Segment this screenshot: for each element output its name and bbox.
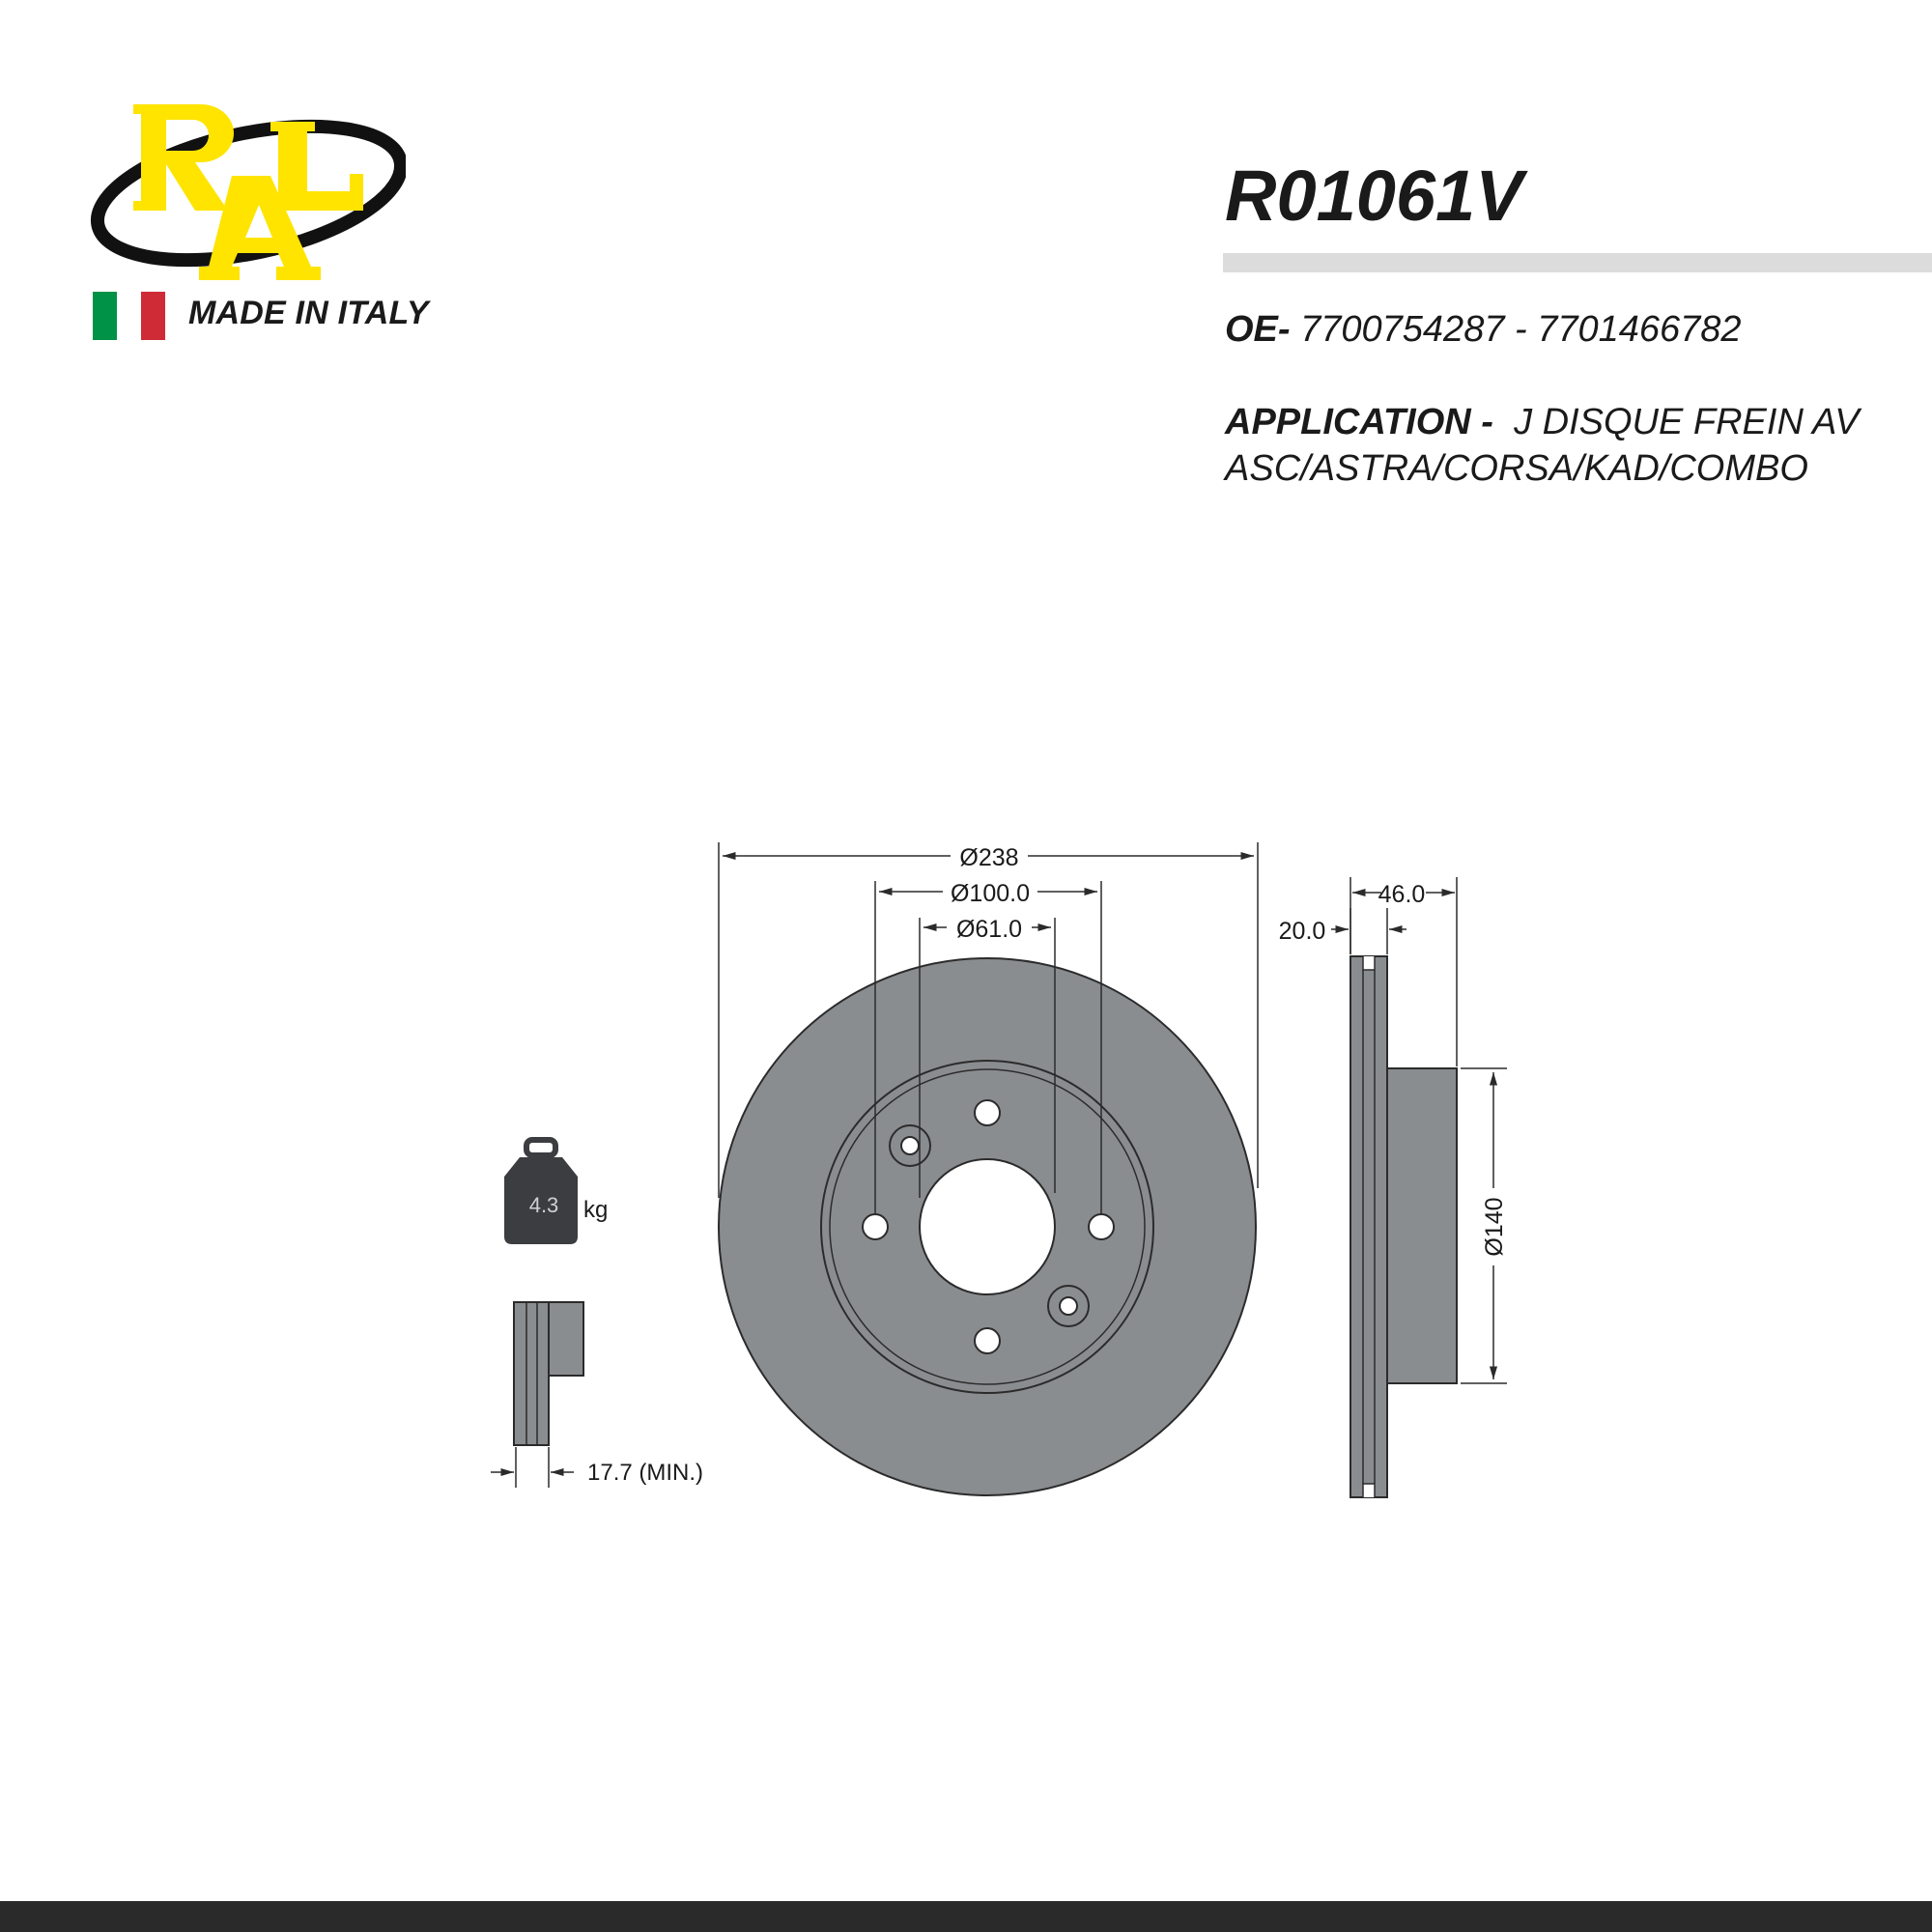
made-in-label: MADE IN ITALY [188, 295, 429, 331]
center-bore [919, 1158, 1056, 1295]
oe-label: OE- [1225, 309, 1291, 350]
min-thickness-label: 17.7 (MIN.) [587, 1460, 703, 1486]
oe-numbers: 7700754287 - 7701466782 [1300, 309, 1742, 350]
application-line-1: APPLICATION - J DISQUE FREIN AV [1225, 402, 1860, 443]
oe-line: OE- 7700754287 - 7701466782 [1225, 309, 1742, 351]
hat-inner-ring [829, 1068, 1146, 1385]
header-divider [1223, 253, 1932, 272]
footer-bar [0, 1901, 1932, 1932]
min-thickness-section: 17.7 (MIN.) [491, 1301, 703, 1488]
logo-letters [133, 104, 363, 280]
svg-text:Ø100.0: Ø100.0 [951, 880, 1030, 907]
dim-pcd: Ø100.0 [879, 880, 1097, 907]
dim-outer-diameter: Ø238 [723, 844, 1254, 871]
flag-red-stripe [141, 292, 165, 340]
svg-text:46.0: 46.0 [1378, 881, 1426, 908]
dim-hat-diameter: Ø140 [1461, 1067, 1508, 1384]
dim-center-bore: Ø61.0 [923, 916, 1051, 943]
flag-green-stripe [93, 292, 117, 340]
svg-text:20.0: 20.0 [1279, 918, 1326, 945]
extension-lines [718, 842, 1259, 1214]
locator-ring-2 [1047, 1285, 1090, 1327]
italy-flag-icon [93, 292, 165, 340]
dim-height: 46.0 [1352, 881, 1455, 908]
weight-value: 4.3 [529, 1193, 559, 1217]
locator-ring-1 [889, 1124, 931, 1167]
disc-front-view [718, 957, 1257, 1496]
disc-side-view [1350, 877, 1458, 1498]
weight-icon: 4.3 kg [504, 1137, 608, 1244]
svg-text:Ø238: Ø238 [959, 844, 1018, 871]
svg-text:Ø61.0: Ø61.0 [956, 916, 1022, 943]
locator-hole-1 [900, 1136, 920, 1155]
bolt-hole-right [1088, 1213, 1115, 1240]
weight-unit: kg [583, 1197, 608, 1223]
bolt-hole-bottom [974, 1327, 1001, 1354]
application-line-2: ASC/ASTRA/CORSA/KAD/COMBO [1225, 448, 1808, 489]
part-number: R01061V [1225, 156, 1523, 236]
svg-text:Ø140: Ø140 [1481, 1197, 1508, 1256]
dim-thickness: 20.0 [1279, 918, 1406, 945]
application-label: APPLICATION - [1225, 402, 1493, 442]
flag-white-stripe [117, 292, 141, 340]
hat-outer-ring [820, 1060, 1154, 1394]
brand-logo [90, 104, 406, 280]
application-text-1: J DISQUE FREIN AV [1514, 402, 1860, 442]
locator-hole-2 [1059, 1296, 1078, 1316]
bolt-hole-top [974, 1099, 1001, 1126]
bolt-hole-left [862, 1213, 889, 1240]
